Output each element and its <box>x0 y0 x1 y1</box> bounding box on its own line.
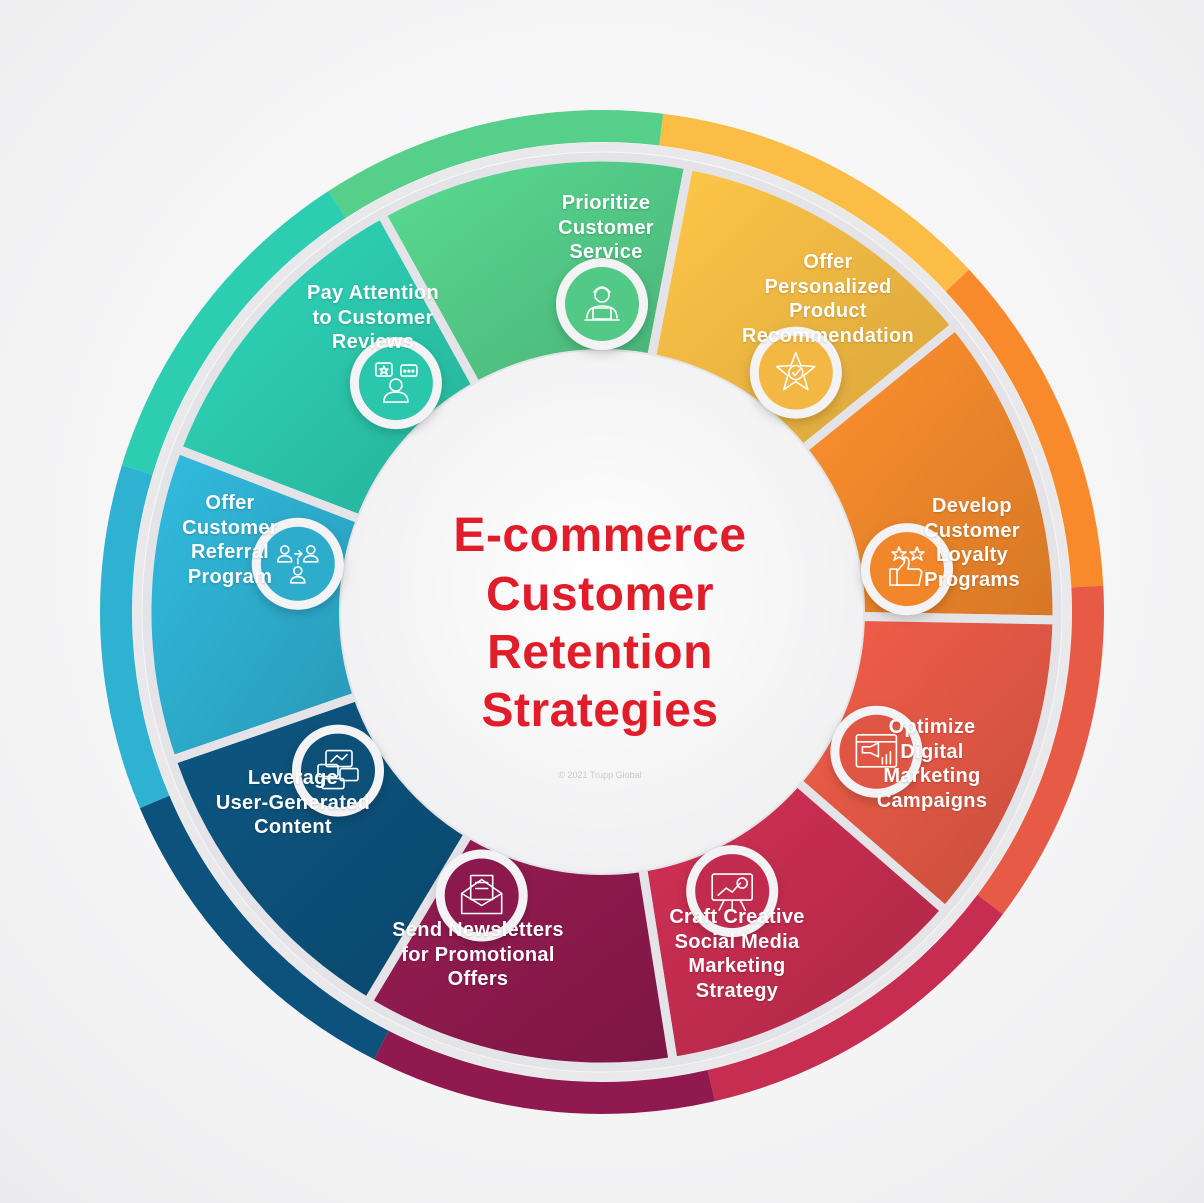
badge-core <box>870 532 944 607</box>
outer-ring-segment-optimize-digital-marketing-campaigns <box>977 585 1104 915</box>
badge-offer-personalized-product-recommendation <box>749 326 842 419</box>
icon-layer <box>251 258 953 942</box>
thumbs-up-stars-icon <box>889 546 925 586</box>
outer-ring-segment-offer-customer-referral-program <box>100 465 170 809</box>
title-line-1: E-commerce <box>453 509 747 562</box>
outer-ring-segment-send-newsletters-for-promotional-offers <box>374 1030 715 1115</box>
outer-ring-segment-prioritize-customer-service <box>328 110 664 218</box>
badge-offer-customer-referral-program <box>251 517 344 610</box>
badge-prioritize-customer-service <box>556 258 648 350</box>
outer-ring <box>100 110 1104 1115</box>
title-line-3: Retention <box>487 626 713 679</box>
browser-megaphone-chart-icon <box>855 733 898 768</box>
outer-ring-segment-offer-personalized-product-recommendation <box>659 113 970 292</box>
outer-ring-segment-craft-creative-social-media-marketing-strategy <box>707 894 1003 1102</box>
content-cards-icon <box>317 749 359 790</box>
star-badge-icon <box>775 351 816 391</box>
badge-core <box>839 714 914 789</box>
outer-ring-segment-leverage-user-generated-content <box>139 795 389 1060</box>
envelope-newsletter-icon <box>460 874 503 915</box>
copyright-note: © 2021 Trupp Global <box>558 770 642 780</box>
title-line-4: Strategies <box>481 684 719 737</box>
badge-core <box>358 346 433 421</box>
presentation-board-icon <box>711 873 754 911</box>
badge-craft-creative-social-media-marketing-strategy <box>686 845 779 938</box>
outer-ring-segment-pay-attention-to-customer-reviews <box>121 190 347 475</box>
badge-optimize-digital-marketing-campaigns <box>830 705 923 798</box>
outer-ring-segment-develop-customer-loyalty-programs <box>945 269 1104 588</box>
title-line-2: Customer <box>485 568 715 621</box>
ring-separator <box>132 142 1072 1082</box>
badge-leverage-user-generated-content <box>292 724 384 817</box>
badge-send-newsletters-for-promotional-offers <box>435 849 528 942</box>
referral-people-icon <box>276 544 319 584</box>
badge-core <box>758 335 833 410</box>
badge-pay-attention-to-customer-reviews <box>349 337 442 430</box>
badge-core <box>565 267 639 341</box>
badge-develop-customer-loyalty-programs <box>861 523 953 616</box>
customer-review-chat-icon <box>375 362 418 403</box>
customer-service-agent-icon <box>584 286 620 321</box>
